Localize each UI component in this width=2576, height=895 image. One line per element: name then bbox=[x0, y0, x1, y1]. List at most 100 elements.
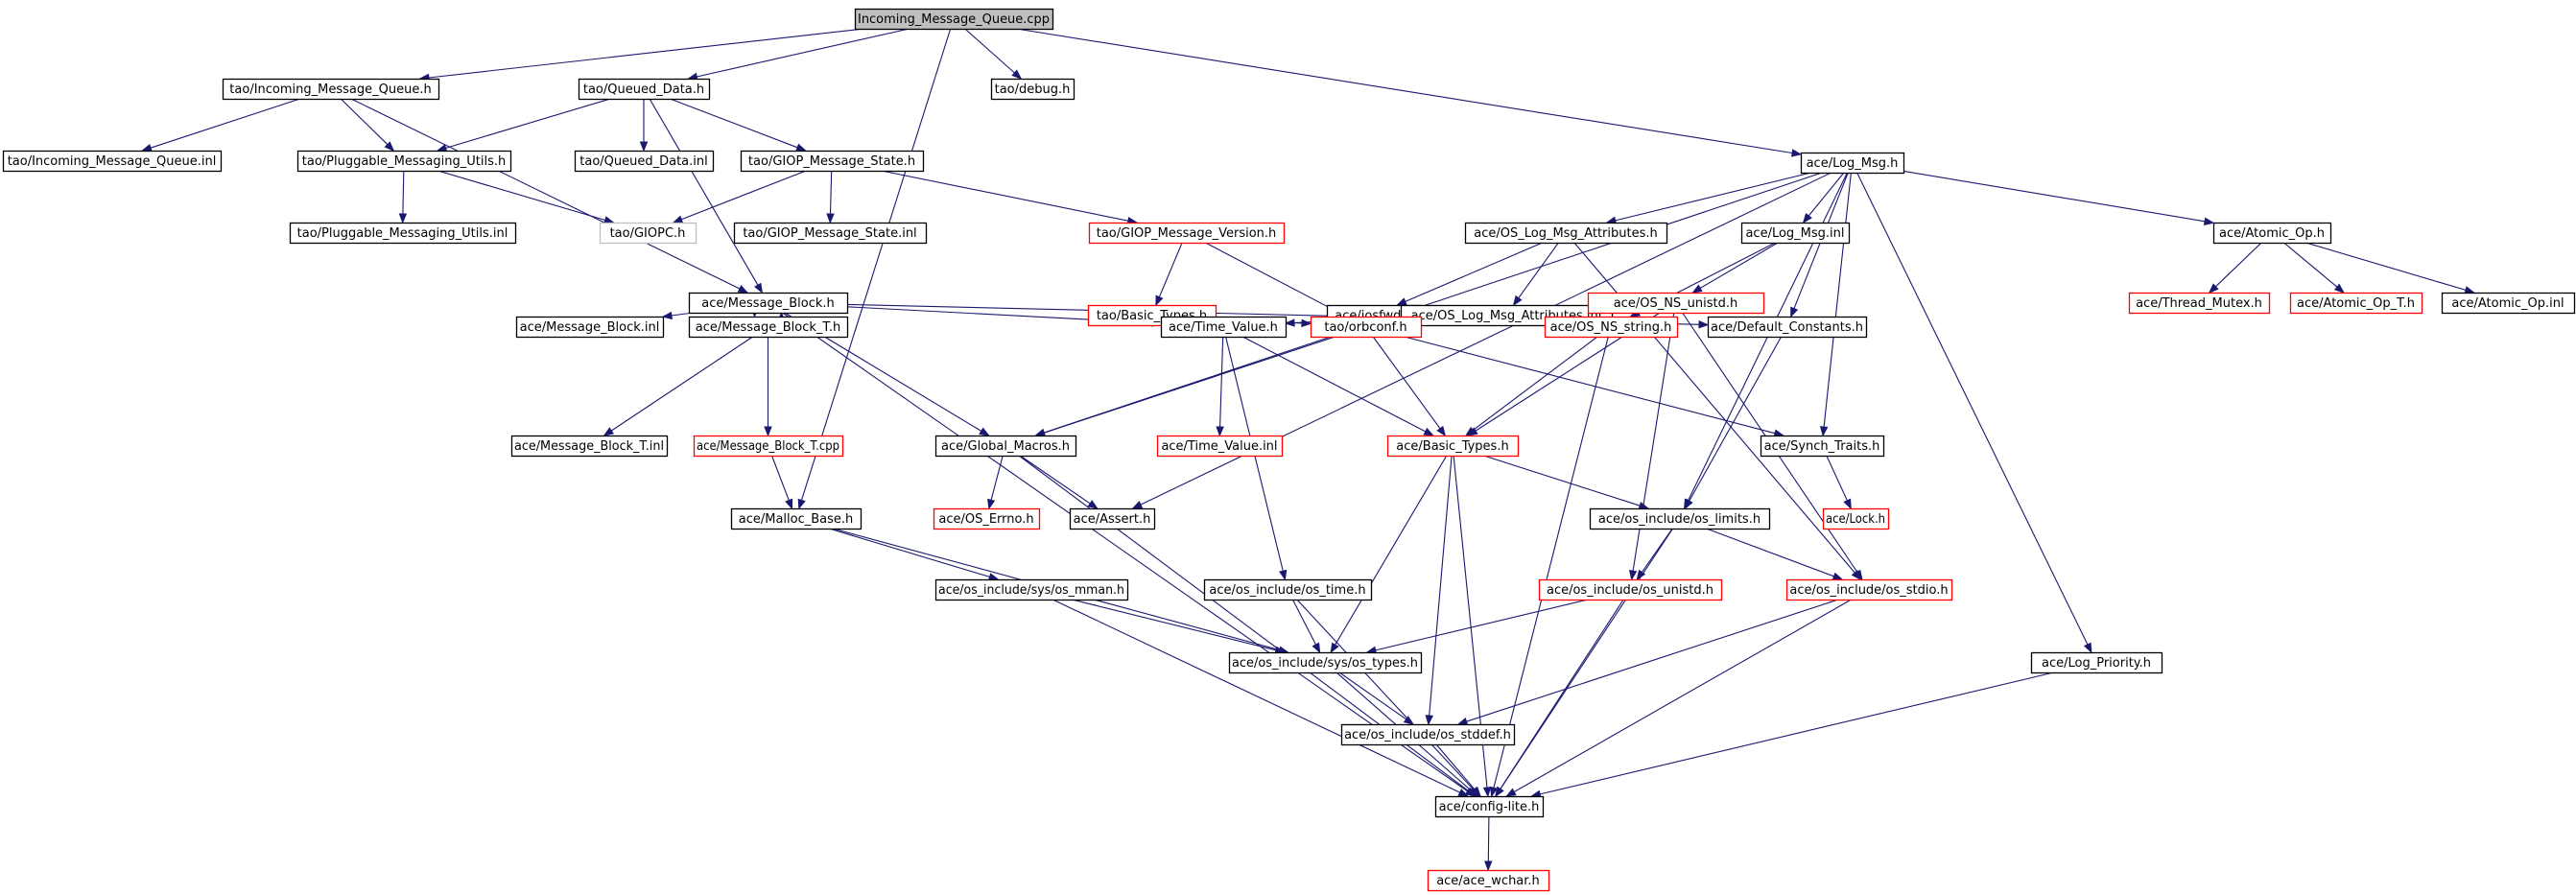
file-node-imq-h[interactable]: tao/Incoming_Message_Queue.h bbox=[222, 78, 440, 101]
dependency-edge bbox=[770, 455, 793, 510]
edge-line bbox=[1052, 599, 1460, 793]
edge-line bbox=[1808, 172, 1845, 217]
edge-arrowhead bbox=[1312, 642, 1321, 654]
edge-arrowhead bbox=[1484, 860, 1493, 872]
dependency-edge bbox=[1241, 336, 1435, 436]
node-box bbox=[934, 435, 1077, 458]
file-node-acebt-h[interactable]: ace/Basic_Types.h bbox=[1386, 435, 1520, 458]
file-node-debug-h[interactable]: tao/debug.h bbox=[990, 78, 1075, 101]
edge-line bbox=[697, 28, 910, 78]
file-node-configlite-h[interactable]: ace/config-lite.h bbox=[1434, 795, 1545, 818]
edge-arrowhead bbox=[1819, 426, 1829, 437]
file-node-giopc-h[interactable]: tao/GIOPC.h bbox=[599, 222, 697, 245]
node-label: ace/Lock.h bbox=[1826, 512, 1885, 527]
edge-line bbox=[1706, 528, 1834, 577]
file-node-osnsunistd-h[interactable]: ace/OS_NS_unistd.h bbox=[1587, 292, 1765, 315]
node-label: ace/os_include/sys/os_types.h bbox=[1232, 656, 1418, 671]
file-node-gms-h[interactable]: tao/GIOP_Message_State.h bbox=[740, 150, 925, 173]
edge-line bbox=[1335, 455, 1448, 646]
dependency-edge bbox=[764, 337, 772, 437]
edge-line bbox=[1205, 242, 1339, 314]
dependency-edge bbox=[1205, 242, 1348, 318]
file-node-atomict-h[interactable]: ace/Atomic_Op_T.h bbox=[2289, 292, 2423, 315]
node-label: ace/os_include/os_stdio.h bbox=[1789, 583, 1948, 598]
dependency-edge bbox=[1489, 336, 1609, 798]
file-node-mbt-inl[interactable]: ace/Message_Block_T.inl bbox=[510, 435, 669, 458]
node-box bbox=[2128, 292, 2271, 315]
dependency-edge bbox=[1856, 172, 2092, 654]
file-node-threadmutex-h[interactable]: ace/Thread_Mutex.h bbox=[2128, 292, 2271, 315]
file-node-osstddef-h[interactable]: ace/os_include/os_stddef.h bbox=[1340, 723, 1516, 746]
file-node-ostypes-h[interactable]: ace/os_include/sys/os_types.h bbox=[1228, 651, 1423, 674]
edge-line bbox=[1689, 336, 1783, 502]
edge-line bbox=[2283, 242, 2338, 288]
file-node-logmsg-h[interactable]: ace/Log_Msg.h bbox=[1800, 152, 1905, 175]
node-label: ace/Log_Msg.h bbox=[1807, 156, 1899, 171]
dependency-edge bbox=[1628, 312, 1675, 581]
file-node-atomic-inl[interactable]: ace/Atomic_Op.inl bbox=[2441, 292, 2576, 315]
file-node-tv-h[interactable]: ace/Time_Value.h bbox=[1160, 316, 1288, 339]
edge-arrowhead bbox=[1436, 425, 1447, 437]
edge-line bbox=[1500, 528, 1674, 789]
file-node-assert-h[interactable]: ace/Assert.h bbox=[1069, 507, 1156, 530]
file-node-mb-inl[interactable]: ace/Message_Block.inl bbox=[515, 316, 665, 339]
file-node-mbt-h[interactable]: ace/Message_Block_T.h bbox=[688, 316, 849, 339]
node-label: ace/OS_Log_Msg_Attributes.h bbox=[1474, 226, 1657, 241]
dependency-edge bbox=[1365, 599, 1589, 654]
file-node-gm-h[interactable]: ace/Global_Macros.h bbox=[934, 435, 1077, 458]
edge-arrowhead bbox=[1505, 788, 1517, 797]
file-node-orbconf-h[interactable]: tao/orbconf.h bbox=[1310, 316, 1423, 339]
file-node-defconst-h[interactable]: ace/Default_Constants.h bbox=[1707, 316, 1868, 339]
edge-line bbox=[1372, 336, 1441, 430]
file-node-synch-h[interactable]: ace/Synch_Traits.h bbox=[1760, 435, 1885, 458]
file-node-lock-h[interactable]: ace/Lock.h bbox=[1822, 507, 1890, 530]
file-node-imq-inl[interactable]: tao/Incoming_Message_Queue.inl bbox=[2, 150, 223, 173]
file-node-atomic-h[interactable]: ace/Atomic_Op.h bbox=[2212, 222, 2332, 245]
file-node-ostime-h[interactable]: ace/os_include/os_time.h bbox=[1203, 578, 1373, 601]
node-label: ace/Thread_Mutex.h bbox=[2136, 296, 2262, 311]
edge-line bbox=[1823, 172, 1852, 428]
edge-line bbox=[1518, 242, 1559, 299]
file-node-wchar-h[interactable]: ace/ace_wchar.h bbox=[1427, 869, 1550, 892]
file-node-osstdio-h[interactable]: ace/os_include/os_stdio.h bbox=[1785, 578, 1953, 601]
file-node-osunistd-h[interactable]: ace/os_include/os_unistd.h bbox=[1538, 578, 1723, 601]
file-node-gms-inl[interactable]: tao/GIOP_Message_State.inl bbox=[733, 222, 928, 245]
edge-arrowhead bbox=[1843, 498, 1852, 510]
dependency-edge bbox=[1338, 671, 1415, 725]
node-box bbox=[1464, 222, 1668, 245]
file-node-tv-inl[interactable]: ace/Time_Value.inl bbox=[1156, 435, 1284, 458]
file-node-logprio-h[interactable]: ace/Log_Priority.h bbox=[2030, 651, 2163, 674]
file-node-olma-h[interactable]: ace/OS_Log_Msg_Attributes.h bbox=[1464, 222, 1668, 245]
edge-arrowhead bbox=[661, 311, 673, 320]
file-node-oslimits-h[interactable]: ace/os_include/os_limits.h bbox=[1589, 507, 1771, 530]
node-box bbox=[1228, 651, 1423, 674]
file-node-osmman-h[interactable]: ace/os_include/sys/os_mman.h bbox=[934, 578, 1129, 601]
node-box bbox=[990, 78, 1075, 101]
node-label: Incoming_Message_Queue.cpp bbox=[858, 12, 1050, 27]
file-node-logmsg-inl[interactable]: ace/Log_Msg.inl bbox=[1740, 222, 1851, 245]
node-box bbox=[1544, 316, 1679, 339]
file-node-qd-inl[interactable]: tao/Queued_Data.inl bbox=[574, 150, 715, 173]
dependency-edge bbox=[2305, 242, 2475, 294]
file-node-mb-h[interactable]: ace/Message_Block.h bbox=[688, 292, 849, 315]
node-label: tao/GIOPC.h bbox=[610, 226, 686, 241]
file-node-mbt-cpp[interactable]: ace/Message_Block_T.cpp bbox=[693, 435, 844, 458]
file-node-pmu-h[interactable]: tao/Pluggable_Messaging_Utils.h bbox=[296, 150, 512, 173]
file-node-gmv-h[interactable]: tao/GIOP_Message_Version.h bbox=[1088, 222, 1286, 245]
edge-line bbox=[1483, 455, 1641, 506]
file-node-osnsstring-h[interactable]: ace/OS_NS_string.h bbox=[1544, 316, 1679, 339]
file-node-root[interactable]: Incoming_Message_Queue.cpp bbox=[854, 8, 1054, 31]
file-node-oserrno-h[interactable]: ace/OS_Errno.h bbox=[933, 507, 1041, 530]
node-box bbox=[933, 507, 1041, 530]
file-node-mallocb-h[interactable]: ace/Malloc_Base.h bbox=[730, 507, 863, 530]
dependency-edge bbox=[987, 455, 1004, 510]
edge-line bbox=[1539, 671, 2054, 795]
edge-arrowhead bbox=[1403, 716, 1415, 725]
edge-arrowhead bbox=[1854, 569, 1863, 581]
dependency-edge bbox=[1291, 599, 1321, 654]
file-node-qd-h[interactable]: tao/Queued_Data.h bbox=[578, 78, 711, 101]
file-node-pmu-inl[interactable]: tao/Pluggable_Messaging_Utils.inl bbox=[289, 222, 517, 245]
node-box bbox=[222, 78, 440, 101]
dependency-edge bbox=[1155, 242, 1183, 307]
dependency-edge bbox=[1902, 170, 2215, 225]
